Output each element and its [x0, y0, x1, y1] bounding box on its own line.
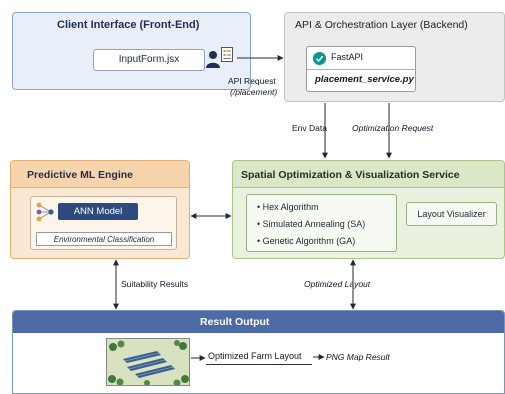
input-form-file[interactable]: InputForm.jsx [93, 49, 205, 71]
optimized-layout-label: Optimized Layout [304, 279, 371, 289]
environmental-classification-label: Environmental Classification [53, 235, 155, 244]
png-map-result-label: PNG Map Result [326, 352, 390, 362]
optimized-farm-layout-label: Optimized Farm Layout [208, 351, 302, 361]
result-output-title: Result Output [200, 316, 270, 328]
client-interface-title: Client Interface (Front-End) [57, 19, 200, 31]
client-interface-panel: Client Interface (Front-End) InputForm.j… [12, 12, 251, 90]
api-request-path-label: (/placement) [230, 87, 278, 97]
result-output-panel: Result Output [12, 310, 505, 394]
api-request-label: API Request [228, 76, 276, 86]
input-form-file-label: InputForm.jsx [118, 54, 180, 65]
spatial-header [233, 161, 504, 188]
optimized-farm-layout-box: Optimized Farm Layout [206, 350, 312, 365]
placement-service-file: placement_service.py [315, 74, 414, 85]
algorithm-list-box: • Hex Algorithm • Simulated Annealing (S… [246, 194, 397, 252]
neural-network-icon [35, 201, 57, 223]
algorithm-item-label: Genetic Algorithm (GA) [262, 236, 356, 246]
fastapi-service-box[interactable]: FastAPI placement_service.py [306, 46, 416, 92]
farm-layout-thumbnail[interactable] [106, 338, 190, 386]
fastapi-label: FastAPI [331, 52, 364, 62]
suitability-results-label: Suitability Results [121, 279, 189, 289]
spatial-optimization-panel: Spatial Optimization & Visualization Ser… [232, 160, 505, 259]
ml-engine-header [11, 161, 189, 188]
layout-visualizer-box[interactable]: Layout Visualizer [406, 202, 497, 226]
algorithm-item[interactable]: • Hex Algorithm [257, 202, 319, 212]
ml-engine-panel: Predictive ML Engine ANN Model Environme… [10, 160, 190, 259]
result-output-header [13, 311, 504, 333]
fastapi-check-icon [313, 52, 326, 65]
ml-engine-title: Predictive ML Engine [27, 169, 133, 181]
layout-visualizer-label: Layout Visualizer [417, 209, 486, 219]
spatial-title: Spatial Optimization & Visualization Ser… [241, 169, 460, 181]
algorithm-item-label: Simulated Annealing (SA) [262, 219, 366, 229]
ann-model-box[interactable]: ANN Model [58, 203, 138, 220]
optimization-request-label: Optimization Request [352, 123, 434, 133]
api-orchestration-title: API & Orchestration Layer (Backend) [295, 19, 468, 31]
user-icon [206, 50, 220, 68]
environmental-classification-box: Environmental Classification [36, 232, 172, 246]
env-data-label: Env Data [292, 123, 327, 133]
algorithm-item[interactable]: • Simulated Annealing (SA) [257, 219, 366, 229]
form-document-icon [221, 47, 233, 62]
fastapi-divider [307, 69, 415, 70]
algorithm-item[interactable]: • Genetic Algorithm (GA) [257, 236, 356, 246]
ann-model-label: ANN Model [73, 206, 123, 217]
api-orchestration-panel: API & Orchestration Layer (Backend) Fast… [284, 12, 505, 102]
algorithm-item-label: Hex Algorithm [262, 202, 319, 212]
